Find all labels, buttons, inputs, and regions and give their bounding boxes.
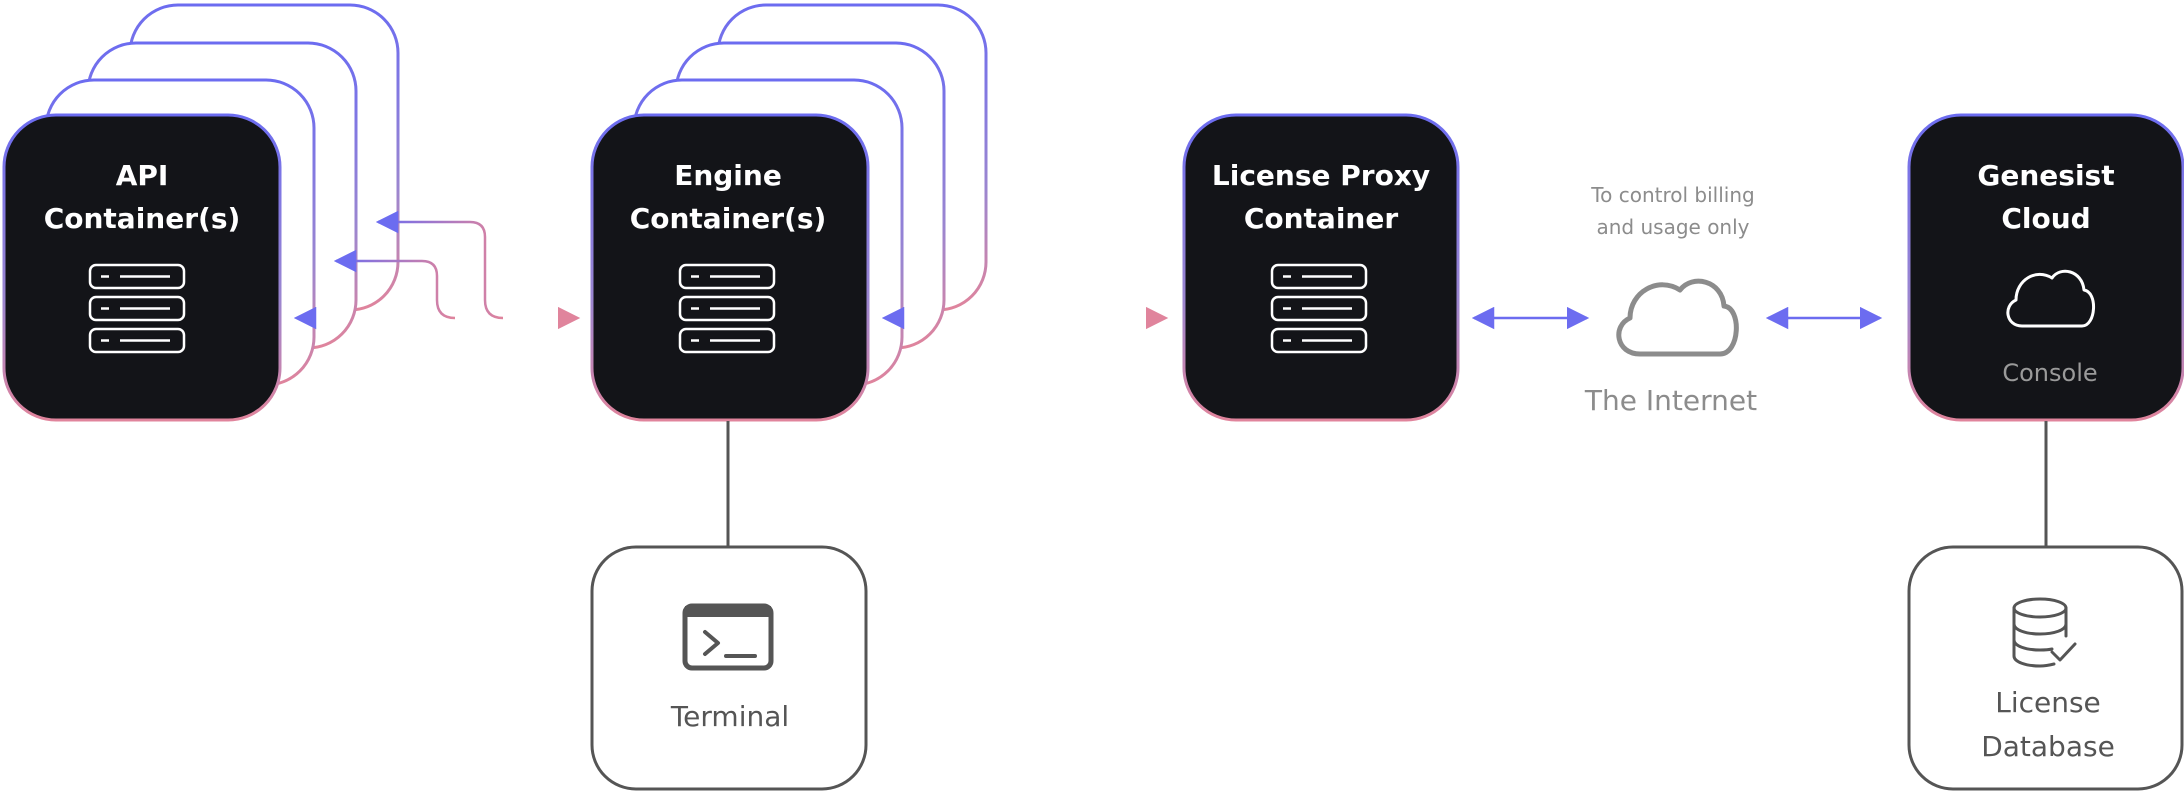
terminal-icon	[682, 603, 774, 671]
server-icon	[88, 263, 186, 354]
engine-container-box[interactable]: Engine Container(s)	[590, 113, 870, 422]
cloud-icon	[2006, 269, 2095, 328]
api-title-line1: API	[116, 159, 169, 192]
database-label-line2: Database	[1981, 730, 2115, 763]
cloud-title-line1: Genesist	[1977, 159, 2114, 192]
internet-label: The Internet	[1584, 384, 1757, 417]
api-title-line2: Container(s)	[44, 202, 241, 235]
database-check-icon	[2012, 597, 2077, 668]
console-label: Console	[2002, 359, 2097, 387]
engine-title-line1: Engine	[674, 159, 782, 192]
internet-note-line1: To control billing	[1590, 183, 1754, 207]
license-proxy-box[interactable]: License Proxy Container	[1182, 113, 1460, 422]
terminal-box[interactable]: Terminal	[590, 545, 868, 791]
internet-node: To control billing and usage only The In…	[1584, 183, 1757, 417]
api-container-box[interactable]: API Container(s)	[2, 113, 282, 422]
server-icon	[1270, 263, 1368, 354]
proxy-title-line2: Container	[1244, 202, 1399, 235]
license-database-box[interactable]: License Database	[1907, 545, 2184, 791]
api-engine-connectors	[293, 210, 581, 330]
engine-title-line2: Container(s)	[630, 202, 827, 235]
terminal-label: Terminal	[670, 700, 789, 733]
genesist-cloud-box[interactable]: Genesist Cloud Console	[1907, 113, 2184, 422]
proxy-title-line1: License Proxy	[1212, 159, 1430, 192]
server-icon	[678, 263, 776, 354]
cloud-title-line2: Cloud	[2001, 202, 2090, 235]
database-label-line1: License	[1995, 686, 2101, 719]
cloud-icon	[1616, 278, 1739, 357]
internet-note-line2: and usage only	[1597, 215, 1750, 239]
